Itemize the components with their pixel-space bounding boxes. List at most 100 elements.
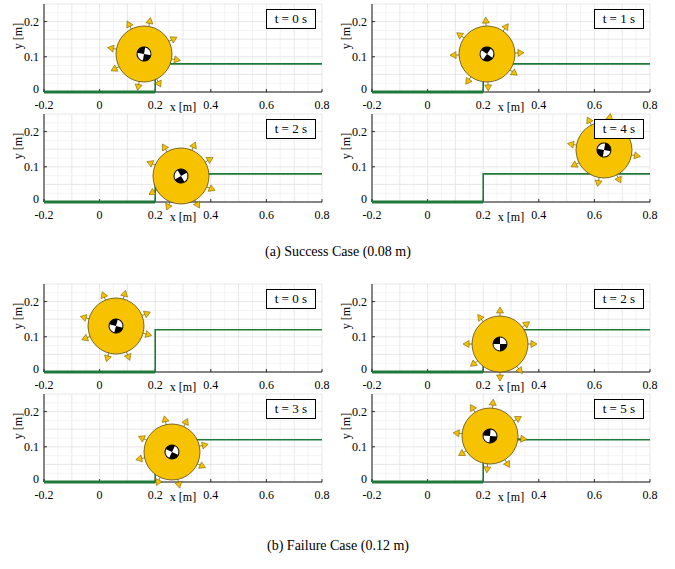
grid-line [372, 310, 650, 311]
spike [571, 161, 578, 167]
spike [463, 341, 469, 348]
axis-label: 0.2 [476, 98, 491, 112]
axis-line [44, 4, 322, 92]
robot-body [462, 408, 518, 464]
spike [101, 292, 107, 299]
axis-line [372, 114, 650, 202]
spike [478, 314, 484, 321]
axis-label: 0.6 [587, 378, 602, 392]
spike [105, 355, 112, 362]
time-box: t = 1 s [594, 9, 644, 29]
axis-label: 0 [361, 362, 367, 376]
axis-label: 0.8 [643, 488, 658, 502]
grid-line [44, 310, 322, 311]
axis-label: 0 [425, 488, 431, 502]
tick [538, 479, 539, 482]
plot-panel [44, 284, 322, 372]
axis-label: 0 [97, 98, 103, 112]
spike [193, 201, 199, 208]
axis-label: 0.6 [587, 208, 602, 222]
axis-label: 0.1 [24, 50, 39, 64]
tick [372, 56, 375, 57]
spike [202, 442, 209, 449]
grid-line [372, 4, 650, 5]
tick [372, 411, 375, 412]
axis-label: -0.2 [363, 378, 382, 392]
spike [124, 353, 130, 360]
spike [531, 341, 537, 348]
tick [538, 369, 539, 372]
axis-label: 0.2 [148, 208, 163, 222]
axis-label: 0.2 [476, 488, 491, 502]
time-box: t = 0 s [266, 9, 316, 29]
ground [372, 371, 483, 374]
axis-label: -0.2 [35, 378, 54, 392]
tick [650, 89, 651, 92]
spike [595, 180, 602, 187]
robot [80, 290, 151, 361]
spike [587, 117, 593, 124]
axis-label: 0.8 [315, 488, 330, 502]
robot [453, 399, 527, 473]
axis-label: 0.1 [24, 440, 39, 454]
time-box: t = 0 s [266, 289, 316, 309]
grid-line [44, 48, 322, 49]
tick [322, 89, 323, 92]
time-text: t = 2 s [603, 291, 635, 306]
axis-label: y [m] [339, 23, 353, 49]
axis-label: 0.6 [587, 488, 602, 502]
robot [136, 416, 208, 488]
time-box: t = 2 s [594, 289, 644, 309]
axis-label: 0.2 [148, 488, 163, 502]
tick [322, 479, 323, 482]
axis-label: 0 [97, 208, 103, 222]
axis-label: 0.2 [352, 15, 367, 29]
axis-label: y [m] [11, 413, 25, 439]
spike [127, 21, 133, 28]
axis-label: 0.1 [352, 160, 367, 174]
tick [372, 446, 375, 447]
grid-line [44, 354, 322, 355]
axis-label: y [m] [339, 133, 353, 159]
grid-line [44, 39, 322, 40]
tick [372, 301, 375, 302]
spike [147, 161, 154, 167]
axis-label: 0.8 [315, 378, 330, 392]
grid-line [372, 455, 650, 456]
axis-label: 0.1 [352, 330, 367, 344]
axis-label: 0 [33, 362, 39, 376]
ground [44, 201, 155, 204]
plot-panel [44, 394, 322, 488]
spike [155, 80, 161, 87]
axis-label: 0.8 [643, 208, 658, 222]
ground [372, 91, 483, 94]
axis-label: 0.2 [476, 208, 491, 222]
spike [489, 399, 496, 405]
spike [470, 405, 476, 412]
spike [166, 203, 172, 210]
spike [457, 33, 464, 39]
axis-label: 0 [425, 378, 431, 392]
grid-line [44, 74, 322, 75]
grid-line [372, 30, 650, 31]
spike [174, 56, 181, 63]
axis-label: 0.4 [203, 378, 218, 392]
grid-line [372, 83, 650, 84]
axis-label: 0.6 [259, 488, 274, 502]
time-box: t = 4 s [594, 119, 644, 139]
axis-label: y [m] [339, 303, 353, 329]
robot-body [459, 26, 515, 82]
tick [44, 446, 47, 447]
axis-label: x [m] [498, 490, 524, 504]
step-obstacle [155, 330, 322, 372]
tick [594, 369, 595, 372]
robot-body [144, 424, 200, 480]
time-text: t = 1 s [603, 11, 635, 26]
tick [650, 199, 651, 202]
spike [162, 144, 168, 151]
axis-label: 0 [425, 208, 431, 222]
center-of-mass [171, 166, 190, 185]
axis-label: x [m] [170, 100, 196, 114]
plot-panel [372, 394, 650, 482]
